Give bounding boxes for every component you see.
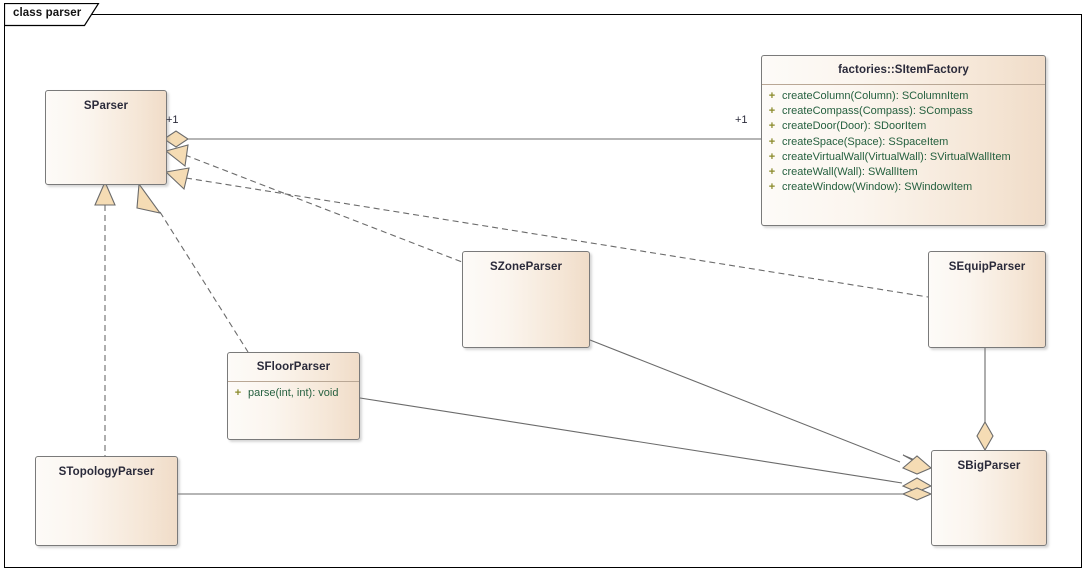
member-signature: parse(int, int): void: [248, 387, 339, 399]
member-list-sfloorparser: + parse(int, int): void: [228, 382, 359, 406]
member-row: + createCompass(Compass): SCompass: [762, 104, 1045, 119]
visibility-marker: +: [768, 120, 776, 133]
aggregation-diamond-szoneparser-shape: [901, 455, 933, 475]
class-name-sparser: SParser: [83, 100, 129, 112]
generalization-arrow-sfloorparser: [136, 182, 162, 214]
aggregation-diamond-sparser-factory: [163, 130, 189, 148]
class-name-stopologyparser: STopologyParser: [58, 466, 155, 478]
edge-sequipparser-sparser: [185, 177, 929, 298]
realization-arrow-sequipparser: [164, 167, 190, 191]
class-divider-sitemfactory: [762, 84, 1045, 85]
multiplicity-sparser-side: +1: [166, 114, 179, 126]
class-divider-sfloorparser: [228, 381, 359, 382]
member-signature: createWall(Wall): SWallItem: [782, 166, 918, 179]
visibility-marker: +: [768, 105, 776, 118]
realization-arrow-szoneparser: [164, 144, 189, 168]
diagram-tab-label: class parser: [13, 7, 82, 19]
visibility-marker: +: [768, 166, 776, 179]
class-box-sitemfactory[interactable]: factories::SItemFactory + createColumn(C…: [761, 55, 1046, 226]
class-box-sequipparser[interactable]: SEquipParser: [928, 251, 1046, 348]
member-signature: createSpace(Space): SSpaceItem: [782, 135, 949, 148]
class-name-szoneparser: SZoneParser: [489, 261, 563, 273]
edge-szoneparser-sbigparser: [589, 339, 901, 463]
visibility-marker: +: [768, 135, 776, 148]
class-box-stopologyparser[interactable]: STopologyParser: [35, 456, 178, 546]
class-name-sequipparser: SEquipParser: [948, 261, 1026, 273]
class-box-sbigparser[interactable]: SBigParser: [931, 450, 1047, 546]
class-name-sitemfactory: factories::SItemFactory: [838, 64, 969, 76]
member-row: + createVirtualWall(VirtualWall): SVirtu…: [762, 150, 1045, 165]
member-row: + createWindow(Window): SWindowItem: [762, 180, 1045, 195]
class-box-sparser[interactable]: SParser: [45, 90, 167, 185]
member-list-sitemfactory: + createColumn(Column): SColumnItem + cr…: [762, 85, 1045, 200]
multiplicity-factory-side: +1: [735, 114, 748, 126]
edge-sfloorparser-sparser: [159, 211, 249, 353]
visibility-marker: +: [234, 387, 242, 399]
class-name-sfloorparser: SFloorParser: [256, 361, 331, 373]
member-signature: createCompass(Compass): SCompass: [782, 105, 973, 118]
class-box-sfloorparser[interactable]: SFloorParser + parse(int, int): void: [227, 352, 360, 440]
aggregation-diamond-stopologyparser: [901, 487, 933, 501]
member-row: + createWall(Wall): SWallItem: [762, 165, 1045, 180]
edge-szoneparser-sparser: [184, 154, 463, 263]
edge-sfloorparser-sbigparser: [359, 397, 903, 484]
diagram-frame: [4, 14, 1082, 568]
diagram-tab-shape: [4, 3, 100, 27]
class-name-sbigparser: SBigParser: [957, 460, 1021, 472]
member-row: + createSpace(Space): SSpaceItem: [762, 135, 1045, 150]
member-row: + createColumn(Column): SColumnItem: [762, 89, 1045, 104]
member-signature: createColumn(Column): SColumnItem: [782, 90, 969, 102]
aggregation-diamond-sequipparser: [976, 420, 994, 452]
member-signature: createVirtualWall(VirtualWall): SVirtual…: [782, 150, 1011, 163]
member-row: + createDoor(Door): SDoorItem: [762, 119, 1045, 134]
member-signature: createDoor(Door): SDoorItem: [782, 120, 927, 133]
member-signature: createWindow(Window): SWindowItem: [782, 181, 973, 194]
generalization-arrow-stopologyparser: [94, 180, 116, 206]
visibility-marker: +: [768, 181, 776, 194]
visibility-marker: +: [768, 90, 776, 102]
class-box-szoneparser[interactable]: SZoneParser: [462, 251, 590, 348]
visibility-marker: +: [768, 150, 776, 163]
member-row: + parse(int, int): void: [228, 386, 359, 401]
